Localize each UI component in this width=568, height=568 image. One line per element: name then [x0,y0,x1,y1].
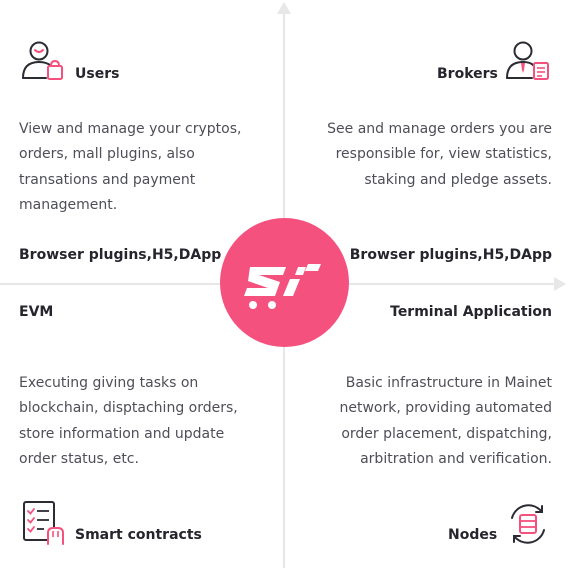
nodes-description-line: order placement, dispatching, [341,425,552,442]
user-bag-icon [20,40,66,86]
nodes-description: Basic infrastructure in Mainet network, … [339,371,552,472]
terminal-application-label: Terminal Application [390,304,552,320]
users-description: View and manage your cryptos, orders, ma… [19,117,241,218]
server-sync-icon [504,500,552,552]
nodes-title: Nodes [448,527,498,543]
brokers-description-line: responsible for, view statistics, [335,146,552,163]
cart-logo-icon [244,264,321,309]
brokers-description-line: staking and pledge assets. [364,171,552,188]
brokers-description: See and manage orders you are responsibl… [327,117,552,193]
smart-contracts-description-line: order status, etc. [19,450,139,467]
nodes-description-line: network, providing automated [339,400,552,417]
users-description-line: transations and payment [19,171,196,188]
nodes-description-line: arbitration and verification. [360,450,552,467]
broker-document-icon [504,40,552,86]
arrow-up-icon [277,2,291,14]
smart-contracts-description: Executing giving tasks on blockchain, di… [19,371,238,472]
users-description-line: management. [19,196,118,213]
arrow-right-icon [554,277,566,291]
brokers-platform-label: Browser plugins,H5,DApp [349,247,552,263]
center-logo [220,218,349,347]
users-description-line: View and manage your cryptos, [19,121,242,137]
users-platform-label: Browser plugins,H5,DApp [19,247,222,263]
smart-contracts-title: Smart contracts [75,527,202,543]
users-title: Users [75,66,120,82]
nodes-description-line: Basic infrastructure in Mainet [345,375,552,391]
smart-contracts-description-line: Executing giving tasks on [19,375,199,391]
checklist-hand-icon [22,500,66,550]
brokers-description-line: See and manage orders you are [327,121,552,137]
smart-contracts-description-line: blockchain, disptaching orders, [19,400,238,417]
users-description-line: orders, mall plugins, also [19,146,195,163]
smart-contracts-description-line: store information and update [19,425,225,442]
evm-label: EVM [19,304,54,320]
brokers-title: Brokers [437,66,498,82]
